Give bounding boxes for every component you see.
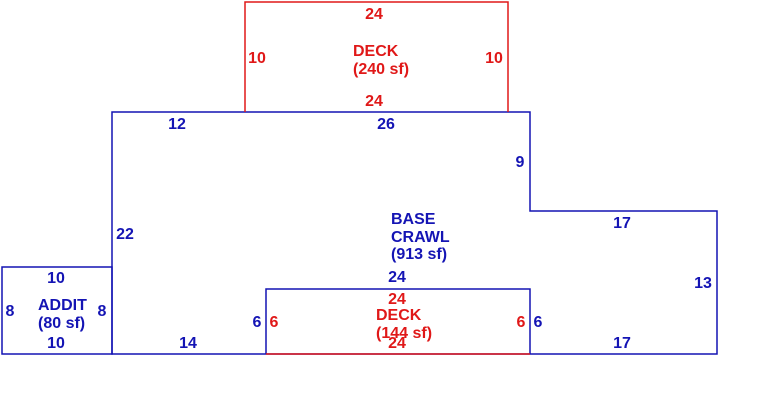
base-area: (913 sf) [391, 246, 447, 263]
base-dim-top-left: 12 [168, 116, 186, 133]
deck-top-outline [244, 1, 509, 112]
addit-dim-right: 8 [98, 303, 107, 320]
base-dim-inner-right: 6 [534, 314, 543, 331]
deck-bottom-name: DECK [376, 307, 422, 324]
base-dim-right-lower: 13 [694, 275, 712, 292]
deck-bottom-dim-top: 24 [388, 291, 406, 308]
base-dim-inner-top: 24 [388, 269, 406, 286]
base-name-line2: CRAWL [391, 229, 450, 246]
base-dim-bottom-right: 17 [613, 335, 631, 352]
addit-dim-bottom: 10 [47, 335, 65, 352]
addit-area: (80 sf) [38, 315, 85, 332]
base-dim-left: 22 [116, 226, 134, 243]
base-dim-top-mid: 26 [377, 116, 395, 133]
deck-top-dim-left: 10 [248, 50, 266, 67]
addit-outline [1, 266, 113, 355]
deck-top-name: DECK [353, 43, 399, 60]
addit-name: ADDIT [38, 297, 87, 314]
deck-top-dim-bottom: 24 [365, 93, 383, 110]
base-dim-right-upper: 9 [516, 154, 525, 171]
addit-dim-left: 8 [6, 303, 15, 320]
deck-bottom-dim-bottom: 24 [388, 335, 406, 352]
base-dim-inner-left: 6 [253, 314, 262, 331]
deck-bottom-area: (144 sf) [376, 325, 432, 342]
base-dim-bottom-left: 14 [179, 335, 197, 352]
deck-bottom-dim-right: 6 [517, 314, 526, 331]
deck-top-dim-right: 10 [485, 50, 503, 67]
deck-top-area: (240 sf) [353, 61, 409, 78]
deck-top-dim-top: 24 [365, 6, 383, 23]
base-name-line1: BASE [391, 211, 436, 228]
deck-bottom-dim-left: 6 [270, 314, 279, 331]
addit-dim-top: 10 [47, 270, 65, 287]
base-dim-step: 17 [613, 215, 631, 232]
base-inner-recess [265, 288, 531, 354]
